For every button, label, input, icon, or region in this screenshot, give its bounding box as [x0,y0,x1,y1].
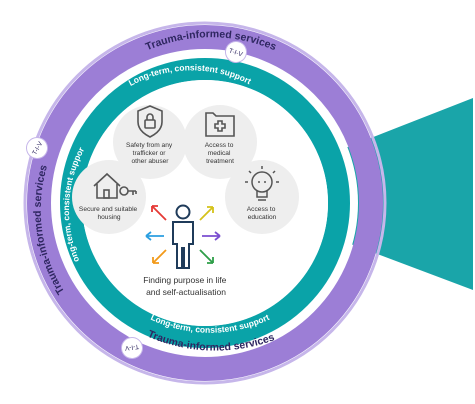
need-medical: Access to medical treatment [183,105,257,179]
need-medical-line-3: treatment [206,158,234,165]
tiv-badge-left: T-I-V [26,137,48,159]
svg-text:Finding purpose in life an: Finding purpose in life and self-actuali… [143,275,229,297]
need-safety: Safety from any trafficker or other abus… [113,105,187,179]
shield-lock-icon [137,105,163,138]
center-caption-line-1: Finding purpose in life [143,275,226,285]
svg-text:Secure and suitable hous: Secure and suitable housing [79,206,139,221]
tiv-badge-bottom-label: T-I-V [124,343,140,352]
need-education: Access to education [225,160,299,234]
svg-text:Access to medical: Access to medical treatment [205,142,235,165]
arrow-left [145,231,164,241]
tiv-badge-top: T-I-V [225,41,247,63]
svg-text:Safety from any traffick: Safety from any trafficker or other abus… [126,142,174,165]
need-medical-bubble [183,105,257,179]
medical-folder-icon [205,112,235,137]
need-safety-bubble [113,105,187,179]
svg-text:Access to education: Access to education [247,206,277,221]
need-safety-line-1: Safety from any [126,142,173,149]
arrow-right [202,231,221,241]
arrow-up-left [151,205,167,221]
outer-ring-border [23,21,387,385]
center-caption-line-2: and self-actualisation [146,287,226,297]
need-education-line-2: education [248,214,277,221]
arrow-down-left [152,249,167,264]
lightbulb-icon [245,166,279,201]
need-education-line-1: Access to [247,206,276,213]
tiv-badge-bottom: T-I-V [121,337,143,359]
house-key-icon [93,172,137,199]
person-icon [172,204,194,269]
need-medical-line-1: Access to [205,142,234,149]
need-housing: Secure and suitable housing [72,160,146,234]
arrows [145,205,221,264]
outer-ring [27,25,383,381]
need-medical-line-2: medical [208,150,231,157]
tiv-badge-top-label: T-I-V [228,47,244,58]
inner-ring [60,58,350,348]
arrow-up-right [199,206,214,221]
need-safety-line-2: trafficker or [133,150,167,157]
arrow-down-right [199,249,214,264]
need-safety-line-3: other abuser [131,158,169,165]
need-housing-line-2: housing [97,214,120,221]
need-housing-line-1: Secure and suitable [79,206,138,213]
